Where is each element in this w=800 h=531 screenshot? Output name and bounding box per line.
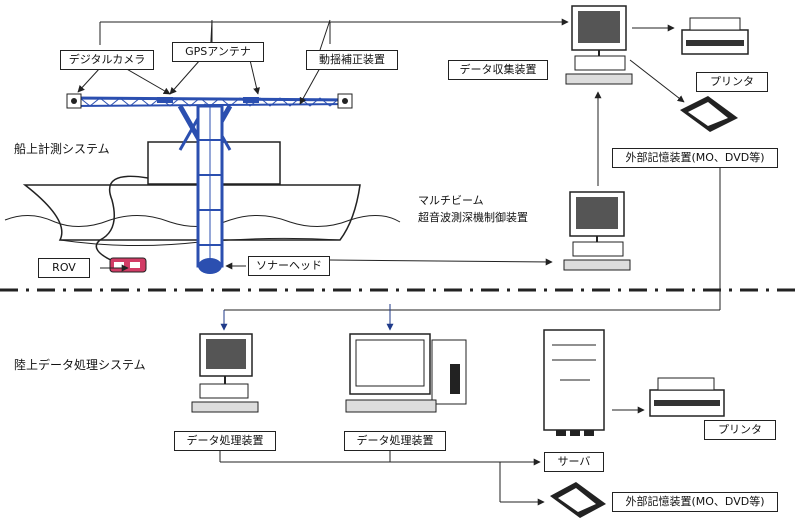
printer-top-device	[681, 17, 749, 55]
label-ship-system: 船上計測システム	[14, 142, 110, 156]
label-motion-sensor: 動揺補正装置	[306, 50, 398, 70]
label-multibeam-2: 超音波測深機制御装置	[418, 211, 528, 224]
computer-data-processing-1	[191, 333, 259, 413]
label-ext-storage-bottom: 外部記憶装置(MO、DVD等)	[612, 492, 778, 512]
label-sonar-head: ソナーヘッド	[248, 256, 330, 276]
server-tower	[543, 329, 605, 436]
sonar-mast	[196, 104, 224, 274]
label-rov: ROV	[38, 258, 90, 278]
label-server: サーバ	[544, 452, 604, 472]
label-digital-camera: デジタルカメラ	[60, 50, 154, 70]
computer-multibeam-control	[563, 191, 631, 271]
label-ext-storage-top: 外部記憶装置(MO、DVD等)	[612, 148, 778, 168]
label-data-processing-1: データ処理装置	[174, 431, 276, 451]
storage-bottom-device	[550, 482, 606, 518]
computer-data-processing-2	[345, 333, 467, 413]
label-gps-antenna: GPSアンテナ	[172, 42, 264, 62]
label-land-system: 陸上データ処理システム	[14, 358, 146, 372]
computer-data-collection	[565, 5, 633, 85]
label-multibeam-1: マルチビーム	[418, 194, 484, 207]
label-printer-bottom: プリンタ	[704, 420, 776, 440]
label-printer-top: プリンタ	[696, 72, 768, 92]
flow-lines	[99, 18, 721, 506]
label-data-collection: データ収集装置	[448, 60, 548, 80]
storage-top-device	[680, 96, 738, 132]
printer-bottom-device	[649, 377, 725, 417]
label-data-processing-2: データ処理装置	[344, 431, 446, 451]
